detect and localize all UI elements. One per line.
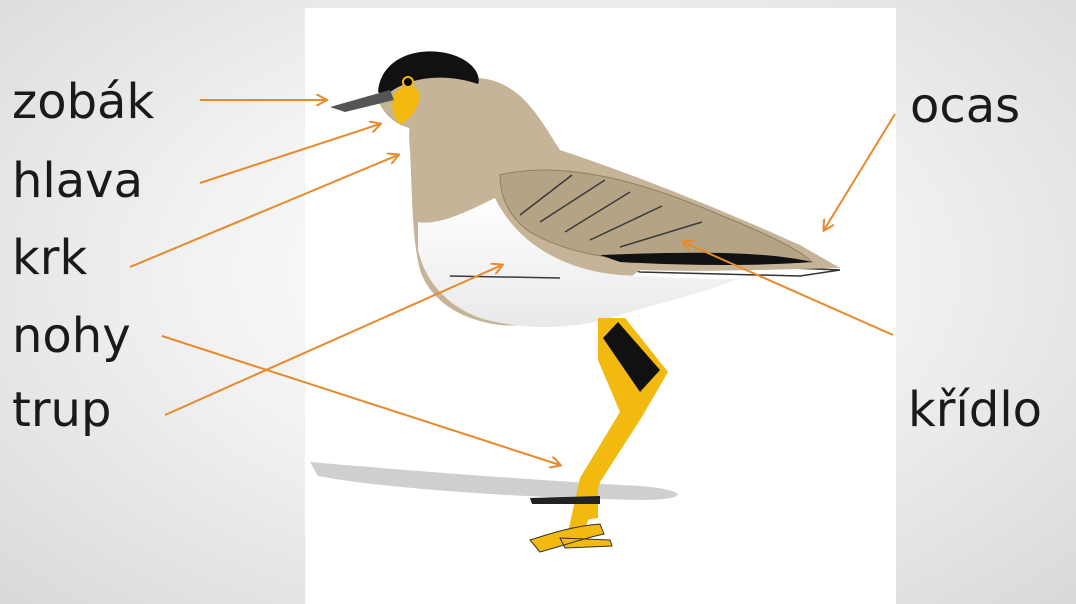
arrow-krk: [130, 155, 398, 267]
bird-eye: [403, 77, 413, 87]
label-hlava: hlava: [12, 157, 143, 205]
toe-shadow: [530, 496, 600, 504]
label-zobak: zobák: [12, 78, 154, 126]
label-ocas: ocas: [910, 82, 1020, 130]
arrow-ocas: [824, 114, 895, 230]
feet: [530, 524, 612, 552]
label-trup: trup: [12, 386, 111, 434]
label-krk: krk: [12, 234, 87, 282]
arrow-nohy: [162, 336, 560, 465]
label-kridlo: křídlo: [908, 386, 1042, 434]
ground-shadow: [310, 462, 678, 500]
label-nohy: nohy: [12, 312, 131, 360]
